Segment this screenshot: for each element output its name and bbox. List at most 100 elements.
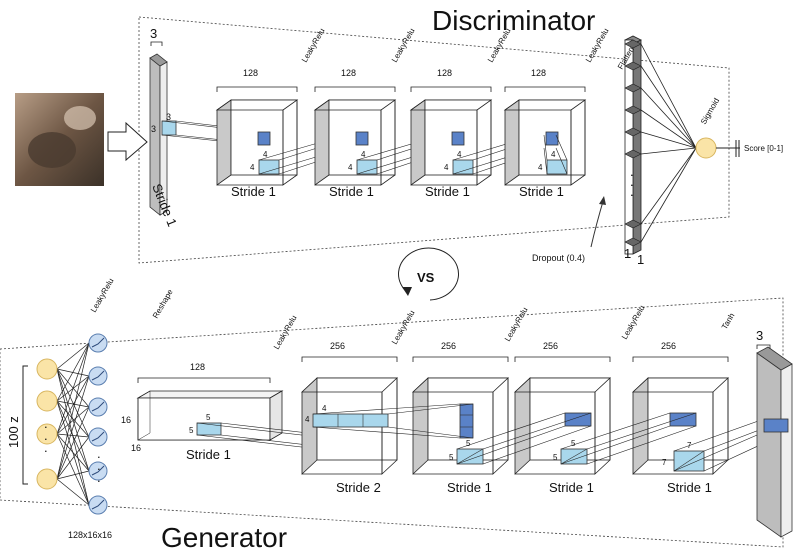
- disc-block-2-filters: 128: [341, 68, 356, 78]
- dense-edge-2-3: [56, 400, 90, 408]
- disc-block-2-kernel-size: 4: [348, 163, 353, 172]
- input-channel-brace: [150, 41, 163, 46]
- sigmoid-label: Sigmoid: [699, 96, 721, 126]
- disc-block-4-side: [504, 99, 520, 186]
- gen-block-1-to-2-l3: [312, 426, 461, 439]
- dense-edge-1-4: [56, 368, 90, 438]
- latent-node-2: [36, 390, 58, 412]
- dropout-arrowhead: [599, 196, 606, 205]
- disc-block-2-output-unit: [355, 131, 369, 146]
- output-pixel: [763, 418, 789, 433]
- gen-block-2-kernel-size-b: 5: [449, 453, 454, 462]
- gen-block-3-stride: Stride 1: [549, 480, 594, 495]
- gen-block-4-stride: Stride 1: [667, 480, 712, 495]
- flatten-line-3: [640, 87, 697, 149]
- disc-block-4-output-unit: [545, 131, 559, 146]
- disc-block-4-kernel-size-b: 4: [551, 150, 556, 159]
- input-image: [15, 93, 104, 186]
- gen-block-4-kernel-diag: [673, 450, 705, 472]
- dense-edge-4-6: [56, 478, 90, 506]
- latent-dots-1: .: [44, 416, 48, 431]
- flatten-dots-3: .: [630, 184, 634, 199]
- discriminator-title: Discriminator: [432, 5, 595, 36]
- relu-node-1: [88, 333, 108, 353]
- disc-block-1: [215, 99, 299, 186]
- gen-block-2-kernel-diag: [456, 448, 484, 465]
- relu-dots-1: .: [97, 446, 101, 461]
- gen-block-4-brace: [632, 356, 729, 362]
- relu-dots-2: .: [97, 458, 101, 473]
- reshape-h: 16: [121, 415, 131, 425]
- gen-block-4-to-output-l3: [673, 431, 765, 472]
- disc-block-1-brace: [216, 86, 298, 92]
- gen-block-2-filters: 256: [441, 341, 456, 351]
- gen-block-1-to-2-l1: [312, 403, 461, 415]
- gen-block-2-brace: [412, 356, 509, 362]
- disc-block-4-to-out-l2: [555, 134, 568, 161]
- kernel-h-label: 3: [166, 112, 171, 122]
- gen-block-3-kernel-size-b: 5: [553, 453, 558, 462]
- gen-block-3-kernel-size: 5: [571, 439, 576, 448]
- gen-block-2-output-unit: [459, 403, 474, 439]
- gen-act-4: LeakyRelu: [620, 304, 647, 341]
- flatten-dots-2: .: [630, 174, 634, 189]
- disc-block-1-side: [216, 99, 232, 186]
- gen-block-4-kernel-size-b: 7: [662, 458, 667, 467]
- reshape-channels: 128: [190, 362, 205, 372]
- disc-block-1-kernel-size: 4: [250, 163, 255, 172]
- relu-icon-4: [91, 431, 105, 442]
- disc-block-3-kernel-size: 4: [444, 163, 449, 172]
- relu-icon-5: [91, 465, 105, 476]
- gen-block-3-to-4-l1: [560, 412, 671, 450]
- gen-block-1-to-2-l4: [387, 426, 474, 439]
- flatten-dim-2: 1: [637, 252, 644, 267]
- latent-label: 100 z: [6, 416, 21, 448]
- dense-edge-4-4: [56, 436, 90, 480]
- reshape-brace: [137, 377, 271, 383]
- disc-block-4-to-out-l4: [555, 147, 568, 175]
- dense-edge-4-1: [56, 342, 90, 480]
- disc-block-3-stride: Stride 1: [425, 184, 470, 199]
- flatten-line-5: [640, 131, 697, 149]
- flatten-dim-1: 1: [624, 246, 631, 261]
- dense-edge-4-5: [56, 470, 90, 480]
- disc-block-2-side: [314, 99, 330, 186]
- gen-block-3-to-4-l2: [586, 412, 697, 450]
- disc-block-3-filters: 128: [437, 68, 452, 78]
- disc-block-3-output-unit: [451, 131, 465, 146]
- flatten-line-1: [640, 43, 697, 149]
- relu-node-2: [88, 366, 108, 386]
- latent-dots-2: .: [44, 428, 48, 443]
- dense-edge-1-5: [56, 368, 90, 472]
- vs-cycle-arrow: [398, 247, 459, 301]
- latent-node-1: [36, 358, 58, 380]
- sigmoid-neuron: [695, 137, 717, 159]
- gen-block-1-kernel-size-b: 4: [305, 415, 310, 424]
- input-arrow: [107, 121, 148, 162]
- generator-title: Generator: [161, 522, 287, 553]
- gen-block-1-kernel-size: 4: [322, 404, 327, 413]
- gen-act-1: LeakyRelu: [272, 314, 299, 351]
- gen-block-1-brace: [301, 356, 398, 362]
- disc-block-1-kernel: [258, 159, 280, 175]
- vs-arrowhead: [402, 287, 412, 296]
- gen-act-dense: LeakyRelu: [89, 277, 116, 314]
- flatten-line-2: [640, 65, 697, 149]
- disc-block-2-brace: [314, 86, 396, 92]
- gen-block-3-to-4-l3: [560, 425, 671, 465]
- disc-block-4-to-out-l3: [543, 147, 548, 175]
- latent-dots-3: .: [44, 440, 48, 455]
- input-kernel: [161, 120, 177, 136]
- gen-block-2-kernel-size: 5: [466, 439, 471, 448]
- dense-edge-3-2: [56, 375, 90, 435]
- latent-node-4: [36, 468, 58, 490]
- gen-block-3-filters: 256: [543, 341, 558, 351]
- input-channel-label: 3: [150, 26, 157, 41]
- gen-block-3-kernel-diag: [560, 448, 588, 465]
- kernel-w-label: 3: [151, 124, 156, 134]
- flatten-line-8: [640, 147, 697, 243]
- disc-block-4-to-out-l1: [543, 134, 548, 161]
- gen-block-1-stride: Stride 2: [336, 480, 381, 495]
- dense-edge-2-4: [56, 400, 90, 438]
- output-channels: 3: [756, 328, 763, 343]
